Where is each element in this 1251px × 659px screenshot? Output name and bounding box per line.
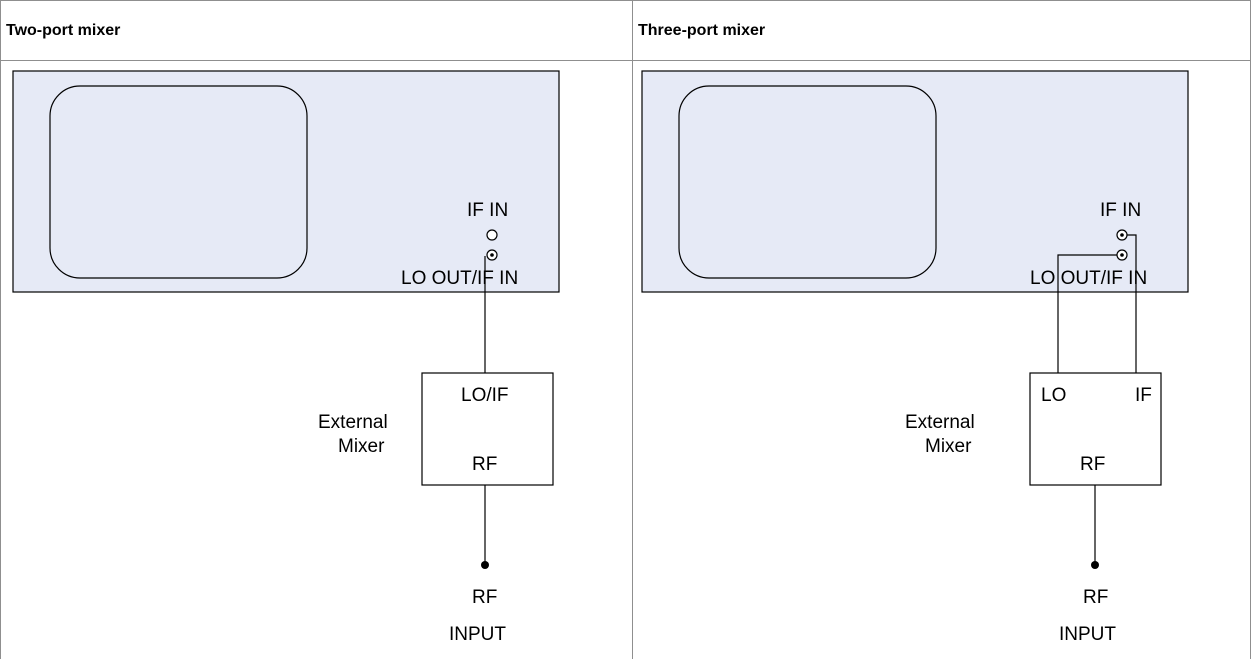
if-in-connector — [486, 229, 498, 241]
display-screen — [678, 85, 937, 279]
table-border-middle — [632, 0, 633, 659]
external-mixer-label-line1: External — [905, 412, 975, 433]
lo-out-if-in-connector-center — [490, 253, 494, 257]
three-port-diagram: IF IN LO OUT/IF IN LO IF RF External Mix… — [641, 70, 1189, 645]
external-mixer-label-line2: Mixer — [338, 436, 385, 457]
lo-out-if-in-label: LO OUT/IF IN — [1030, 268, 1147, 289]
external-mixer-label-line1: External — [318, 412, 388, 433]
header-cell-two-port: Two-port mixer — [0, 0, 632, 61]
table-border-left — [0, 0, 1, 659]
rf-input-label-line1: RF — [1083, 587, 1108, 608]
header-two-port: Two-port mixer — [6, 22, 121, 39]
lo-out-if-in-connector-center — [1120, 253, 1124, 257]
header-three-port: Three-port mixer — [638, 22, 766, 39]
display-screen — [49, 85, 308, 279]
if-in-label: IF IN — [467, 200, 508, 221]
mixer-lo-if-port-label: LO/IF — [461, 385, 509, 406]
mixer-lo-port-label: LO — [1041, 385, 1066, 406]
if-in-connector-center — [1120, 233, 1124, 237]
lo-out-if-in-label: LO OUT/IF IN — [401, 268, 518, 289]
rf-input-label-line2: INPUT — [1059, 624, 1116, 645]
external-mixer-box — [1029, 372, 1162, 486]
lo-cable — [1057, 254, 1117, 373]
rf-input-label-line1: RF — [472, 587, 497, 608]
if-cable — [1127, 234, 1137, 373]
header-cell-three-port: Three-port mixer — [632, 0, 1251, 61]
rf-input-point — [481, 561, 489, 569]
mixer-if-port-label: IF — [1135, 385, 1152, 406]
mixer-rf-port-label: RF — [1080, 454, 1105, 475]
mixer-rf-port-label: RF — [472, 454, 497, 475]
rf-input-label-line2: INPUT — [449, 624, 506, 645]
rf-input-point — [1091, 561, 1099, 569]
external-mixer-label-line2: Mixer — [925, 436, 972, 457]
if-in-label: IF IN — [1100, 200, 1141, 221]
two-port-diagram: IF IN LO OUT/IF IN LO/IF RF External Mix… — [12, 70, 560, 645]
external-mixer-box — [421, 372, 554, 486]
